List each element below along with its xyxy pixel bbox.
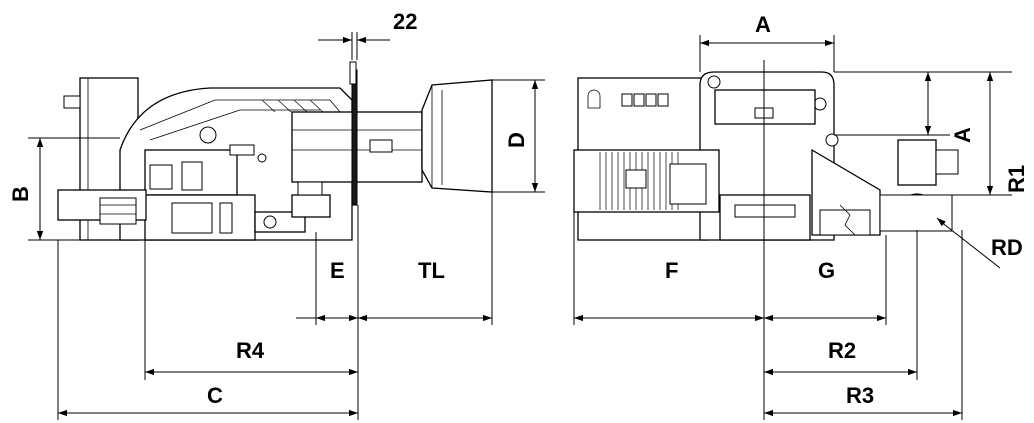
boiler-flange	[351, 69, 358, 206]
gas-elbow	[291, 194, 331, 218]
dim-A-top-label: A	[755, 12, 771, 37]
dim-B-label: B	[8, 186, 33, 202]
dim-A-side-label: A	[950, 127, 975, 143]
dim-F-label: F	[665, 258, 678, 283]
side-view-dimensions: 22 D B E TL R4 C	[8, 9, 545, 420]
air-damper	[714, 89, 816, 125]
valve-actuator	[897, 139, 937, 186]
combustion-head	[421, 79, 493, 193]
side-view	[57, 61, 493, 241]
motor-fins	[599, 152, 679, 210]
dim-E-label: E	[330, 258, 345, 283]
dim-C-label: C	[207, 383, 223, 408]
dim-R3-label: R3	[846, 383, 874, 408]
dim-TL-label: TL	[418, 258, 445, 283]
indicator-lights	[621, 93, 669, 107]
dim-22-label: 22	[393, 9, 417, 34]
front-view-dimensions: A A R1 RD F G R2 R3	[573, 12, 1029, 420]
dim-R4-label: R4	[236, 338, 265, 363]
dim-RD-label: RD	[991, 235, 1023, 260]
dim-R1-label: R1	[1004, 165, 1029, 193]
front-view	[573, 71, 959, 241]
dim-D-label: D	[504, 132, 529, 148]
dim-R2-label: R2	[828, 338, 856, 363]
dim-G-label: G	[818, 258, 835, 283]
